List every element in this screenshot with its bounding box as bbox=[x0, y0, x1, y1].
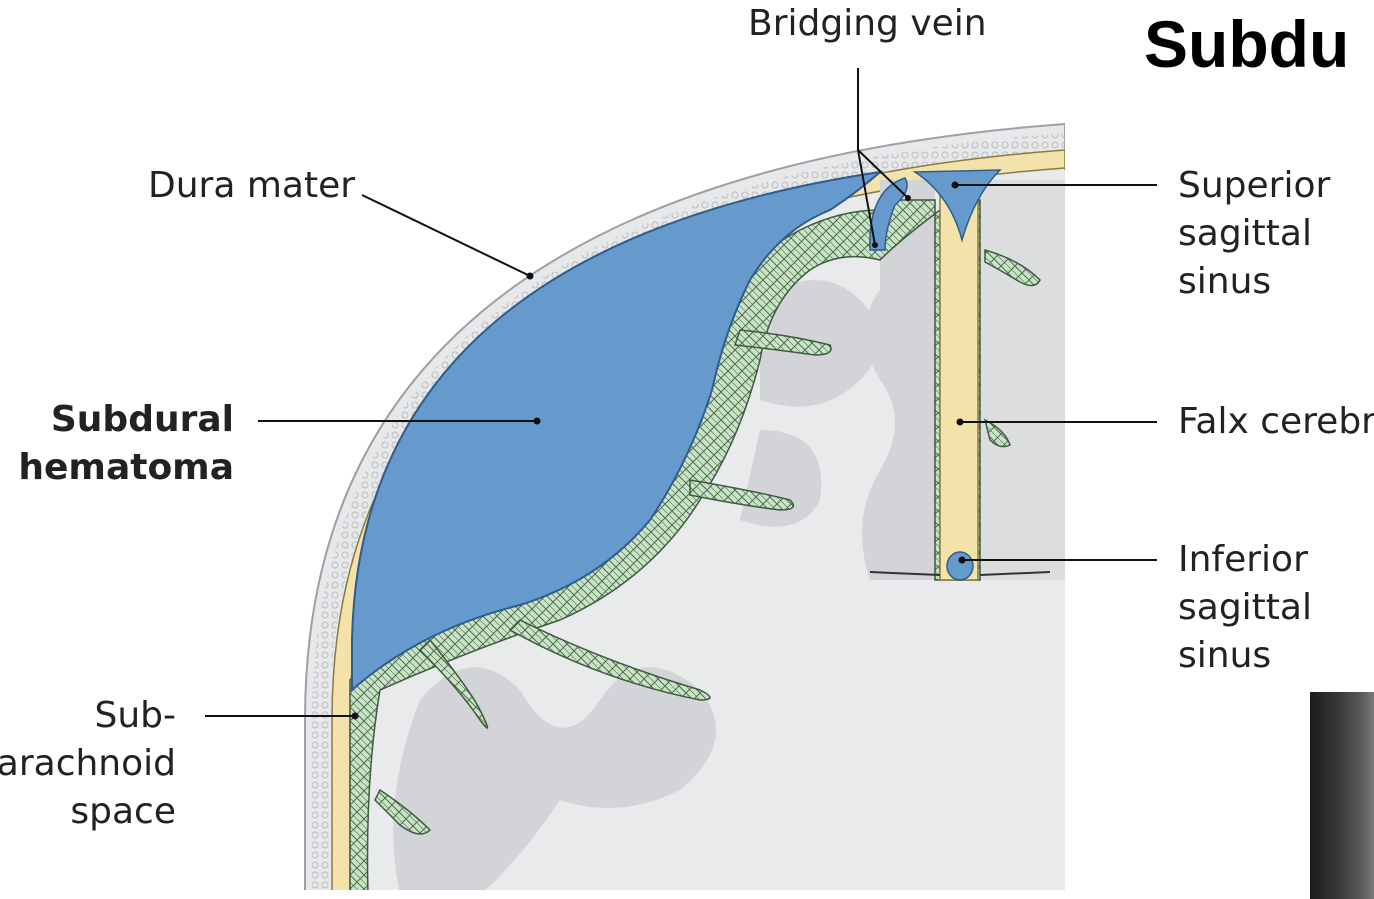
leader-dura-mater bbox=[362, 195, 530, 276]
falx-cerebri-shape bbox=[940, 190, 978, 580]
label-falx-cerebri: Falx cerebri bbox=[1178, 398, 1374, 446]
label-superior-sagittal-sinus: Superior sagittal sinus bbox=[1178, 162, 1330, 306]
label-bridging-vein: Bridging vein bbox=[748, 0, 987, 48]
label-subarachnoid-space: Sub- arachnoid space bbox=[0, 692, 176, 836]
ct-scan-image-fragment bbox=[1310, 692, 1374, 899]
inferior-sagittal-sinus-shape bbox=[947, 552, 973, 580]
label-dura-mater: Dura mater bbox=[148, 162, 355, 210]
label-inferior-sagittal-sinus: Inferior sagittal sinus bbox=[1178, 536, 1312, 680]
label-subdural-hematoma: Subdural hematoma bbox=[18, 396, 234, 492]
